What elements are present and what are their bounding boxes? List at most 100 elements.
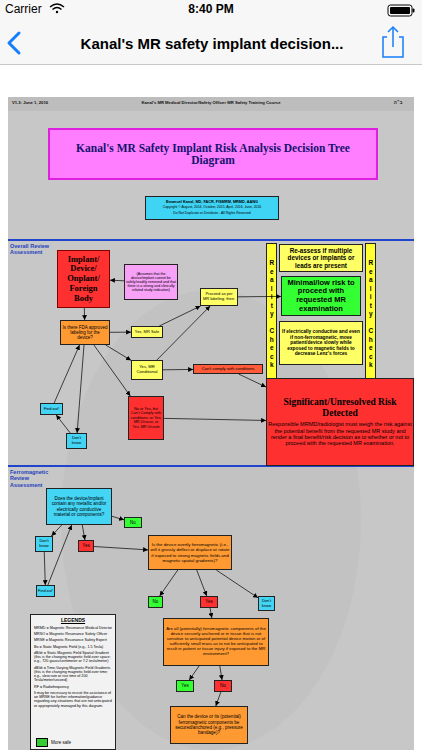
flow-arrow (110, 280, 124, 282)
diagram-title: Kanal's MR Safety Implant Risk Analysis … (50, 142, 376, 166)
answer-box: Don't know (35, 536, 53, 552)
flow-arrow (210, 608, 212, 618)
box-text: Can the device or its (potential) ferrom… (172, 714, 246, 735)
box-text: Is there FDA approved labeling for the d… (62, 325, 108, 341)
answer-box: Yes (200, 596, 218, 608)
legend-box: LEGENDS MRMD = Magnetic Resonance Medical… (30, 614, 116, 750)
answer-box: Can't comply with conditions (193, 364, 263, 374)
box-text: Do Not Duplicate or Distribute - All Rig… (173, 212, 250, 216)
answer-box: No or Yes, but Can't Comply with conditi… (128, 396, 164, 440)
answer-box: Yes, MR Safe (131, 326, 163, 338)
section-label: Overall Review Assessment (10, 243, 62, 256)
flow-arrow (189, 666, 199, 680)
decision-box: Are all (potentially) ferromagnetic comp… (163, 618, 269, 666)
flow-arrow (159, 306, 200, 326)
legend-entry: Bo = Static Magnetic Field (e.g., 1.5 Te… (34, 645, 112, 649)
flow-arrow (220, 666, 222, 680)
battery-icon (388, 5, 415, 16)
decision-box: Can the device or its (potential) ferrom… (170, 706, 248, 744)
box-text: Reality Check (367, 259, 374, 370)
box-text: No or Yes, but Can't Comply with conditi… (130, 407, 162, 429)
nav-separator (0, 64, 422, 65)
risk-box: Significant/Unresolved Risk DetectedResp… (266, 378, 414, 466)
flow-arrow (112, 516, 124, 520)
reassess-box: Re-assess if multiple devices or implant… (279, 244, 363, 272)
flow-arrow (54, 345, 79, 403)
flow-arrow (216, 570, 258, 598)
legend-entry: MRSE = Magnetic Resonance Safety Expert (34, 638, 112, 642)
flow-arrow (160, 570, 178, 596)
flow-arrow (44, 552, 45, 585)
flow-arrow (239, 374, 266, 387)
flow-arrow (197, 570, 207, 596)
flow-arrow (48, 525, 72, 585)
clock-time: 8:40 PM (161, 3, 261, 17)
box-text: Yes, MR Conditional (133, 365, 161, 375)
box-text: No (153, 599, 159, 604)
box-text: Implant/ Device/ Onplant/ Foreign Body (59, 255, 108, 304)
share-icon (383, 27, 403, 57)
wifi-icon (50, 4, 64, 13)
legend-heading: LEGENDS (34, 618, 112, 624)
action-box: Find out! (36, 585, 55, 597)
box-heading: Significant/Unresolved Risk Detected (268, 397, 412, 419)
box-text: Are all (potentially) ferromagnetic comp… (165, 627, 267, 657)
flow-arrow (94, 345, 130, 396)
answer-box: No (214, 680, 232, 692)
decision-box: Does the device/implant contain any meta… (46, 488, 112, 525)
legend-entry: MRSO = Magnetic Resonance Safety Officer (34, 632, 112, 636)
flow-arrow (56, 415, 70, 433)
version-note: V1.3: June 1, 2016 (12, 101, 82, 106)
legend: More safe (36, 738, 71, 748)
carrier-name: Carrier (5, 3, 65, 17)
box-text: Find out! (38, 589, 53, 593)
assumption-note: (Assumes that the device/implant cannot … (124, 264, 178, 300)
course-name: Kanal's MR Medical Director/Safety Offic… (100, 101, 322, 106)
answer-box: No (124, 517, 142, 528)
legend-swatch (36, 738, 48, 747)
box-text: Don't know (260, 599, 273, 608)
flow-arrow (94, 547, 148, 550)
box-text: Re-assess if multiple devices or implant… (281, 247, 361, 269)
legend-entry: It may be necessary to recruit the assis… (34, 691, 112, 708)
box-text: Responsible MRMD/radiologist must weigh … (268, 421, 412, 446)
box-text: If electrically conductive and even if n… (281, 329, 361, 357)
flow-arrow (84, 308, 85, 320)
title-box: Kanal's MR Safety Implant Risk Analysis … (48, 128, 378, 180)
screen-title: Kanal's MR safety implant decision... (52, 35, 372, 52)
legend-entry: MRMD = Magnetic Resonance Medical Direct… (34, 626, 112, 630)
flow-arrow (216, 692, 221, 706)
flow-arrow (51, 525, 61, 536)
answer-box: Yes, MR Conditional (131, 360, 163, 380)
box-text: Minimal/low risk to proceed with request… (283, 279, 359, 314)
nav-bar (0, 0, 422, 64)
flow-arrow (82, 525, 85, 540)
box-text: Does the device/implant contain any meta… (48, 496, 110, 517)
legend-row: More safe (36, 738, 71, 747)
answer-box: Yes (78, 540, 94, 552)
box-heading: Emanuel Kanal, MD, FACR, FISMRM, MRMD, A… (166, 200, 258, 204)
flow-arrow (163, 369, 193, 370)
answer-box: Yes (176, 680, 194, 692)
box-text: No (130, 520, 136, 525)
flow-arrow (157, 306, 210, 360)
flow-arrow (238, 296, 281, 297)
reality-check-bar: Reality Check (365, 243, 376, 385)
diagram-backdrop (8, 97, 414, 750)
box-text: Don't know (68, 436, 85, 445)
legend-entry: RF = Radiofrequency (34, 685, 112, 689)
credits-box: Emanuel Kanal, MD, FACR, FISMRM, MRMD, A… (145, 196, 279, 220)
caution-box: If electrically conductive and even if n… (279, 321, 363, 365)
box-text: Find out! (44, 407, 60, 412)
box-text: Proceed as per MR labeling; then: (202, 292, 236, 301)
flow-arrow (110, 332, 131, 333)
back-chevron (9, 33, 19, 53)
box-text: Can't comply with conditions (202, 367, 255, 372)
decision-box: Is the device overtly ferromagnetic (i.e… (148, 535, 232, 570)
decision-box: Is there FDA approved labeling for the d… (60, 320, 110, 345)
box-text: (Assumes that the device/implant cannot … (126, 272, 176, 293)
blessing-mark: ב״ה (388, 100, 408, 105)
flow-arrow (77, 345, 84, 433)
box-text: Yes, MR Safe (135, 330, 159, 335)
